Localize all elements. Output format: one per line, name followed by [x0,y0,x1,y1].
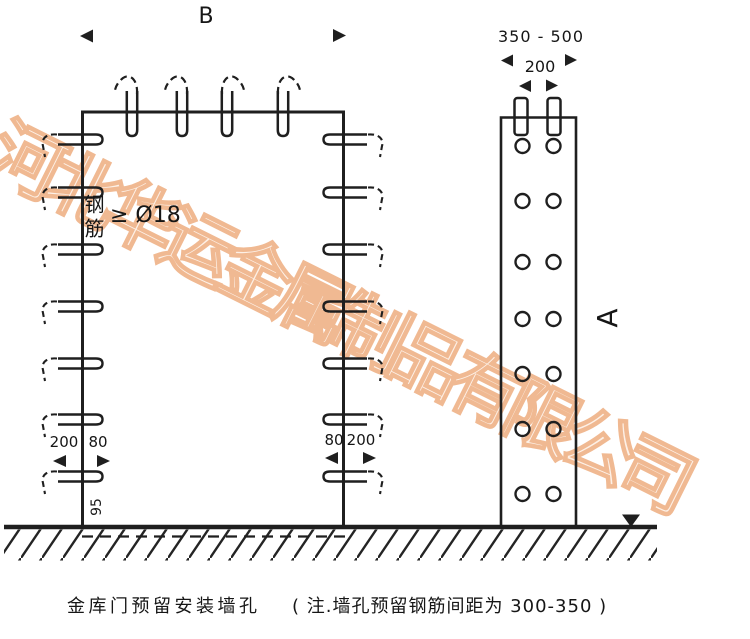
dim-200-arrow-right-icon [546,79,558,92]
top-rebar-slots [125,91,290,138]
right-rebar-tabs [322,133,367,483]
dim-right-outer-label: 200 [346,431,376,449]
drawing-title: 金库门预留安装墙孔 [67,596,261,617]
left-rebar-tabs [58,133,104,483]
dim-rightjamb-arrow-right-icon [363,452,376,464]
dim-left-outer-label: 200 [49,433,79,451]
dim-wall-range-label: 350 - 500 [498,27,585,46]
dim-leftjamb-arrow-left-icon [53,455,66,467]
dim-right-inner-label: 80 [324,431,344,449]
dim-leftjamb-arrow-right-icon [97,455,110,467]
top-rebar-hooks [113,75,302,95]
ground-hatch [4,529,657,561]
dim-left-inner-label: 80 [88,433,108,451]
section-rebar-slots [513,96,562,137]
dim-range-arrow-right-icon [565,54,577,66]
left-rebar-dashed-hooks [41,133,58,495]
dim-b-label: B [198,4,214,29]
rebar-spec-label: ≥ Ø18 [110,203,181,228]
anchor-holes [514,137,562,503]
right-rebar-dashed-hooks [367,133,384,495]
dim-200-arrow-left-icon [519,80,531,92]
dim-b-arrow-right-icon [333,29,346,42]
rebar-label: 钢筋 [81,194,105,242]
wall-section-outline [499,116,578,527]
dim-200-label: 200 [524,57,556,76]
dim-b-arrow-left-icon [80,29,93,43]
dim-base-offset-label: 95 [89,498,105,516]
dim-range-arrow-left-icon [501,54,513,67]
dim-rightjamb-arrow-left-icon [325,452,338,464]
door-frame-outline [81,110,345,527]
drawing-note: ( 注.墙孔预留钢筋间距为 300-350 ) [292,596,608,617]
level-marker-icon [622,514,640,527]
dim-a-label: A [591,308,624,328]
